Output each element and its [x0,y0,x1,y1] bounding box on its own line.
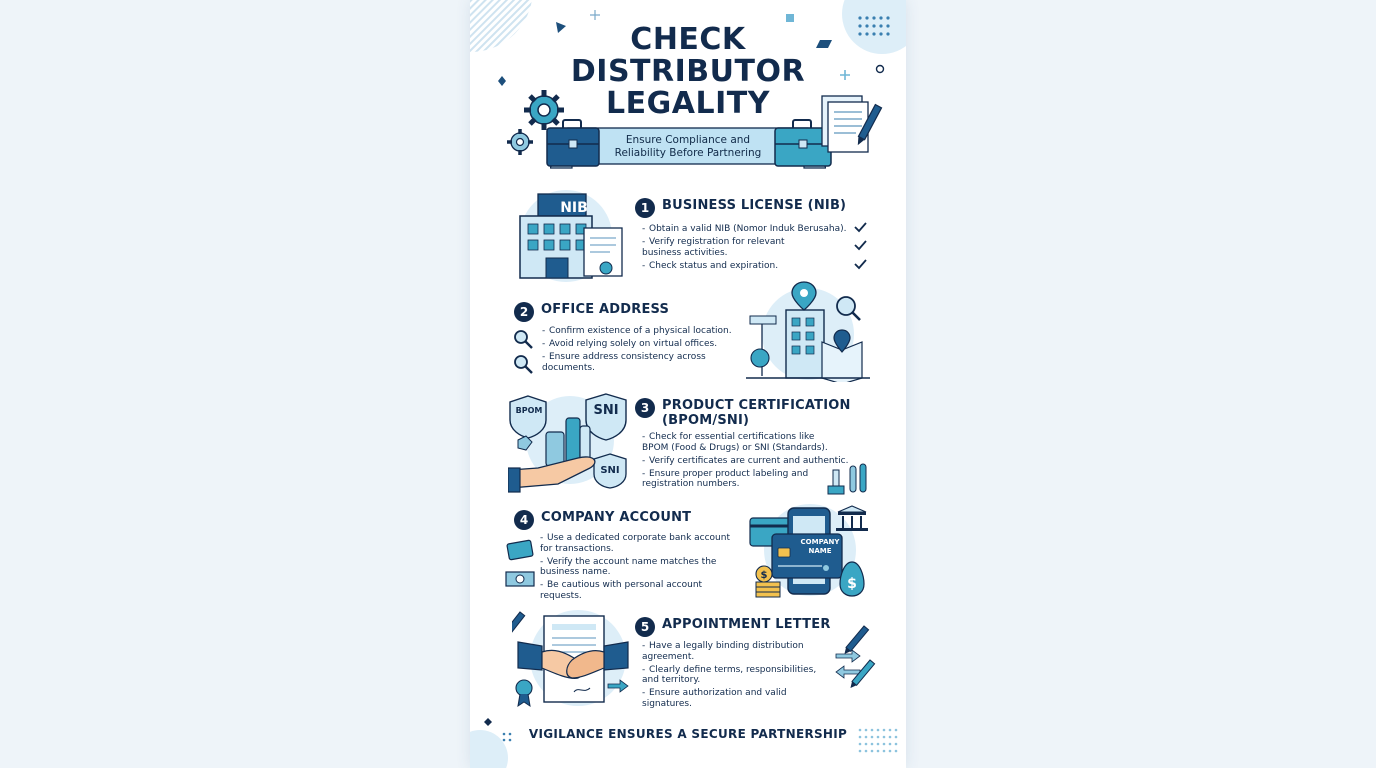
footer-tagline: VIGILANCE ENSURES A SECURE PARTNERSHIP [528,727,848,741]
section-3-number: 3 [635,398,655,418]
section-1-header: 1 BUSINESS LICENSE (NIB) [635,198,846,218]
list-item: -Verify the account name matches the bus… [540,556,717,578]
section-2-title: OFFICE ADDRESS [541,302,670,317]
list-item: -Obtain a valid NIB (Nomor Induk Berusah… [642,224,847,234]
list-item: -Check for essential certifications like… [642,432,828,453]
list-item: -Ensure address consistency across docum… [542,351,706,373]
section-5-title: APPOINTMENT LETTER [662,617,831,632]
section-5-bullets: -Have a legally binding distribution agr… [642,641,832,712]
section-4-title: COMPANY ACCOUNT [541,510,692,525]
list-item: -Ensure authorization and valid signatur… [642,688,787,709]
subtitle: Ensure Compliance and Reliability Before… [614,134,762,159]
bank-phone-card-icon: $ $ [749,504,868,598]
corner-circle-decoration [842,0,906,54]
section-2-bullets: -Confirm existence of a physical locatio… [542,326,742,376]
gears-icon [507,90,564,155]
title-line-1: CHECK [630,22,746,57]
stamp-test-tubes-icon [827,463,867,495]
infographic-poster: CHECK DISTRIBUTOR LEGALITY Ensure Compli… [470,0,906,768]
section-4-header: 4 COMPANY ACCOUNT [514,510,691,530]
section-3-title: PRODUCT CERTIFICATION [662,398,851,413]
corner-stripes-decoration [470,0,532,53]
product-certification-icon [508,393,627,493]
nib-building-certificate-icon [519,190,623,282]
shield-label-bpom: BPOM [515,406,543,415]
svg-text:$: $ [847,576,857,592]
sparkle-decorations [498,10,885,86]
documents-pen-icon [821,95,883,153]
section-5-number: 5 [635,617,655,637]
section-5-header: 5 APPOINTMENT LETTER [635,617,831,637]
section-2-number: 2 [514,302,534,322]
section-3-subtitle: (BPOM/SNI) [662,413,750,428]
section-4-number: 4 [514,510,534,530]
section-3-header: 3 PRODUCT CERTIFICATION (BPOM/SNI) [635,398,851,428]
section-1-title: BUSINESS LICENSE (NIB) [662,198,847,213]
checkmark-icons [854,222,867,270]
bottom-decorations [470,718,898,768]
list-item: -Verify registration for relevant busine… [642,236,785,258]
list-item: -Confirm existence of a physical locatio… [542,326,732,336]
shield-label-sni: SNI [593,403,619,418]
handshake-contract-icon [512,610,629,708]
section-3-bullets: -Check for essential certifications like… [642,432,852,492]
section-1-bullets: -Obtain a valid NIB (Nomor Induk Berusah… [642,224,852,274]
list-item: -Use a dedicated corporate bank account … [540,533,730,554]
list-item: -Check status and expiration. [642,260,779,271]
pens-arrows-icon [835,625,876,688]
list-item: -Ensure proper product labeling and regi… [642,468,809,490]
section-4-bullets: -Use a dedicated corporate bank account … [540,533,740,604]
magnifier-icons [514,330,533,374]
list-item: -Verify certificates are current and aut… [642,455,849,466]
list-item: -Avoid relying solely on virtual offices… [542,338,718,349]
shield-label-sni-small: SNI [600,465,620,476]
svg-text:$: $ [761,570,768,581]
list-item: -Have a legally binding distribution agr… [642,641,804,662]
card-cash-icons [505,539,535,587]
office-map-location-icon [746,281,870,382]
section-2-header: 2 OFFICE ADDRESS [514,302,669,322]
nib-badge: NIB [560,200,588,216]
company-name-card-text: COMPANY NAME [800,538,840,555]
section-1-number: 1 [635,198,655,218]
briefcase-icon-left [546,119,600,167]
list-item: -Clearly define terms, responsibilities,… [642,664,817,686]
title-line-3: LEGALITY [606,86,770,121]
list-item: -Be cautious with personal account reque… [540,580,703,601]
title-line-2: DISTRIBUTOR [570,54,806,89]
